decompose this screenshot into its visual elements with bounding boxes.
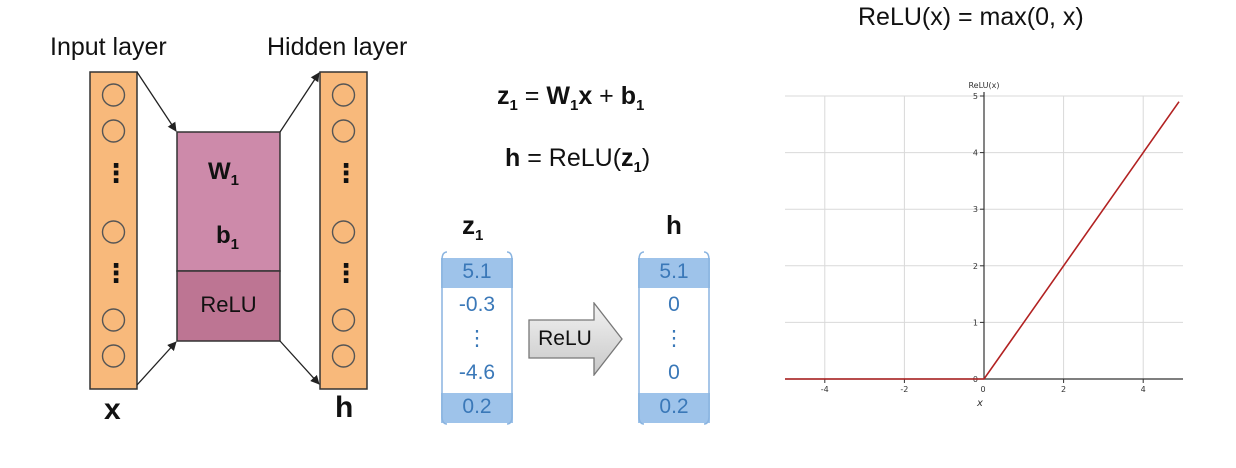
input-neurons xyxy=(101,83,126,368)
z-value-2: -0.3 xyxy=(458,293,496,316)
x-tick-label: -2 xyxy=(900,385,908,394)
h-vector-title: h xyxy=(666,210,682,240)
arrow-output-bottom xyxy=(279,340,320,385)
y-tick-label: 4 xyxy=(973,149,978,158)
y-tick-label: 5 xyxy=(973,92,978,101)
network-diagram xyxy=(89,71,368,390)
input-layer-label: Input layer xyxy=(50,33,167,61)
hidden-neurons xyxy=(331,83,356,368)
h-value-2: 0 xyxy=(668,293,680,316)
h-row-highlight-top xyxy=(638,258,710,288)
h-value-5: 0.2 xyxy=(659,395,689,418)
hidden-dots-2: ⋮ xyxy=(333,258,359,288)
z-value-1: 5.1 xyxy=(462,260,492,283)
h-vector-brackets xyxy=(638,251,710,425)
z-row-highlight-bottom xyxy=(441,393,513,423)
input-layer-box xyxy=(89,71,138,390)
y-tick-label: 2 xyxy=(973,262,978,271)
input-dots-1: ⋮ xyxy=(103,158,129,188)
z-value-3: ⋮ xyxy=(466,327,488,350)
x-label: x xyxy=(104,393,121,426)
weights-block xyxy=(176,131,281,272)
x-tick-label: 0 xyxy=(980,385,985,394)
z-value-4: -4.6 xyxy=(458,361,496,384)
hidden-layer-box xyxy=(319,71,368,390)
relu-arrow-label: ReLU xyxy=(538,327,592,350)
hidden-layer-label: Hidden layer xyxy=(267,33,408,61)
x-tick-label: -4 xyxy=(821,385,829,394)
y-tick-label: 1 xyxy=(973,318,978,327)
h-vector: 5.1 0 ⋮ 0 0.2 xyxy=(638,250,710,426)
z-vector: 5.1 -0.3 ⋮ -4.6 0.2 xyxy=(441,250,513,426)
plot-title: ReLU(x) = max(0, x) xyxy=(858,3,1084,31)
z-row-highlight-top xyxy=(441,258,513,288)
h-label: h xyxy=(335,391,354,424)
y-axis-label: ReLU(x) xyxy=(968,81,999,90)
h-value-3: ⋮ xyxy=(663,327,685,350)
x-axis-label: x xyxy=(976,398,983,409)
hidden-dots-1: ⋮ xyxy=(333,158,359,188)
weight-label: W1 xyxy=(208,158,239,189)
arrow-input-top xyxy=(136,71,177,132)
bias-label: b1 xyxy=(216,222,240,253)
arrow-output-top xyxy=(279,72,320,133)
h-row-highlight-bottom xyxy=(638,393,710,423)
h-value-4: 0 xyxy=(668,361,680,384)
arrow-input-bottom xyxy=(136,341,177,386)
h-value-1: 5.1 xyxy=(659,260,689,283)
relu-series-line xyxy=(785,101,1180,380)
equation-h: h = ReLU(z1) xyxy=(505,144,651,176)
equation-z1: z1 = W1x + b1 xyxy=(497,82,645,114)
input-dots-2: ⋮ xyxy=(103,258,129,288)
z-vector-brackets xyxy=(441,251,513,425)
x-tick-label: 2 xyxy=(1061,385,1066,394)
z-vector-title: z1 xyxy=(462,210,484,245)
y-tick-label: 3 xyxy=(973,205,978,214)
z-value-5: 0.2 xyxy=(462,395,492,418)
x-tick-label: 4 xyxy=(1141,385,1146,394)
relu-arrow xyxy=(528,302,623,376)
relu-block-label: ReLU xyxy=(200,292,257,317)
relu-block xyxy=(176,270,281,342)
